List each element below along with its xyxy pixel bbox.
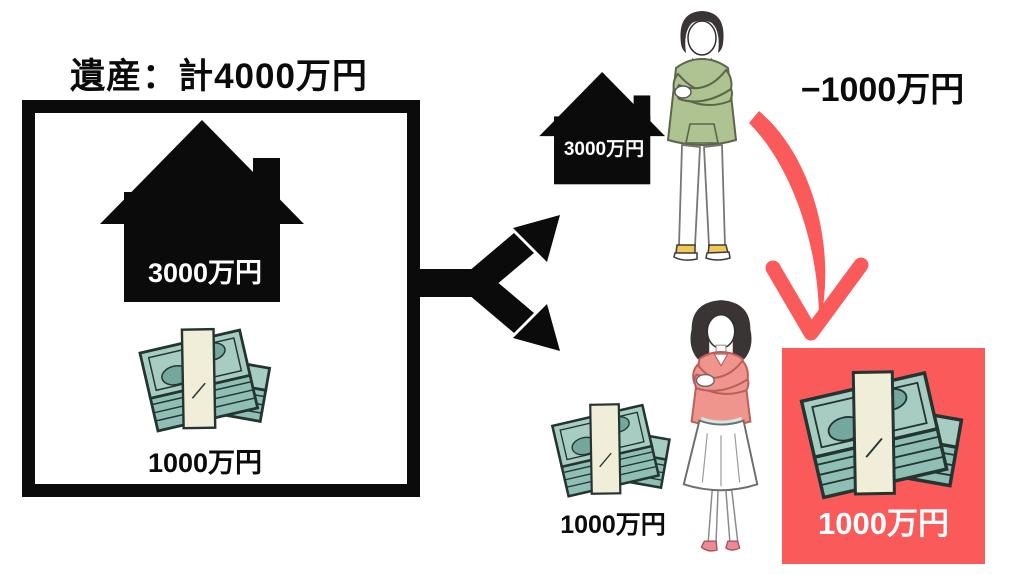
house-icon (539, 72, 669, 188)
woman-figure (672, 296, 770, 559)
heir-top-house: 3000万円 (539, 72, 669, 188)
heir-bottom-person (672, 296, 770, 562)
settlement-cash-value: 1000万円 (818, 506, 949, 541)
settlement-box: 1000万円 (782, 348, 985, 564)
settlement-amount-label: −1000万円 (800, 71, 965, 109)
heir-top-house-value: 3000万円 (563, 139, 645, 160)
money-stack-icon (797, 358, 969, 505)
estate-house: 3000万円 (100, 120, 310, 308)
settlement-cash (797, 358, 969, 505)
estate-total-label: 遺産：計4000万円 (70, 57, 368, 96)
heir-bottom-cash-value: 1000万円 (560, 511, 666, 539)
heir-top-person (656, 8, 748, 268)
heir-bottom-cash (549, 394, 675, 502)
man-figure (656, 8, 748, 268)
estate-cash (136, 318, 276, 438)
estate-cash-value: 1000万円 (147, 448, 263, 478)
money-stack-icon (136, 318, 276, 437)
money-stack-icon (549, 394, 675, 502)
split-arrow (420, 205, 570, 361)
estate-house-value: 3000万円 (147, 258, 263, 288)
split-arrow-icon (420, 205, 570, 361)
